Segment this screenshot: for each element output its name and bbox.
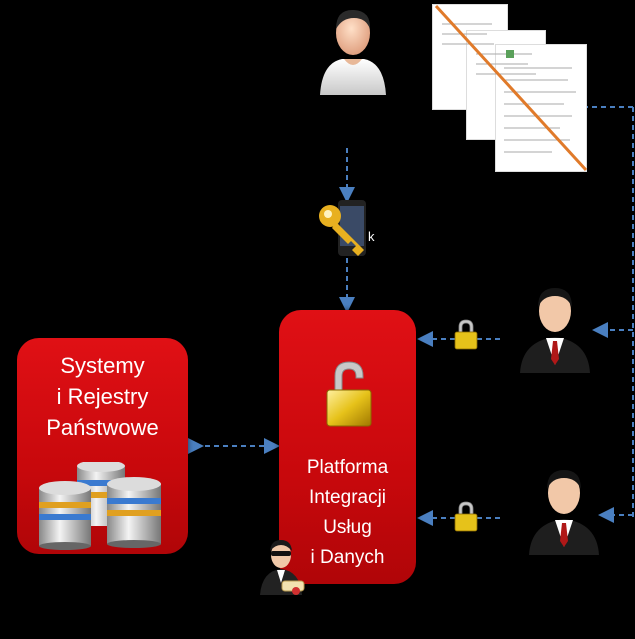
platform-box: Platforma Integracji Usług i Danych [279,310,416,584]
registries-line-3: Państwowe [46,415,159,440]
citizen-user-icon [320,9,386,95]
database-stack-icon [39,462,161,550]
closed-padlock-icon [454,501,478,532]
platform-line-3: Usług [323,517,372,538]
documents-icon [432,4,588,172]
open-padlock-icon [326,361,372,427]
registries-line-1: Systemy [60,353,145,378]
platform-line-4: i Danych [310,547,385,568]
closed-padlock-icon [454,319,478,350]
official-person-icon [520,288,590,373]
spy-certificate-icon [260,540,305,595]
platform-line-2: Integracji [308,487,387,508]
key-label: k [368,229,375,244]
registries-line-2: i Rejestry [56,384,149,409]
official-person-icon [529,470,599,555]
platform-label: Platforma Integracji Usług i Danych [279,453,416,573]
platform-line-1: Platforma [306,457,389,478]
registries-label: Systemy i Rejestry Państwowe [17,350,188,443]
registries-box: Systemy i Rejestry Państwowe [17,338,188,554]
phone-key-icon [319,200,366,256]
